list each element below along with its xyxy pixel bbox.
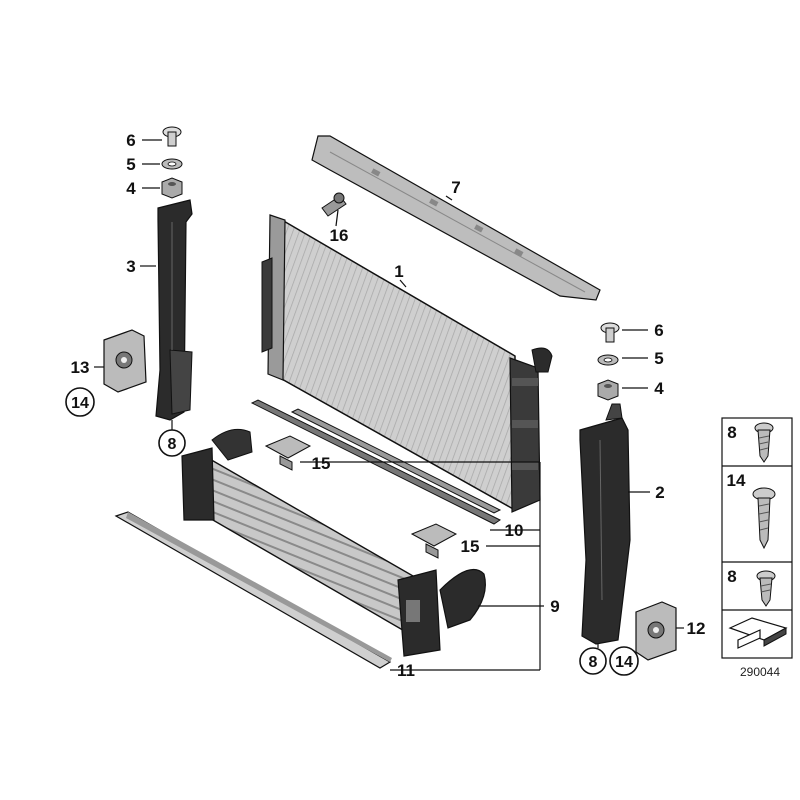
screw-short-icon bbox=[754, 422, 774, 463]
clip-top-part bbox=[264, 435, 312, 471]
top-trim-part bbox=[311, 135, 601, 301]
callout-washer-left: 5 bbox=[126, 155, 135, 174]
fastener-legend: 8 14 8 bbox=[721, 417, 793, 659]
callout-holder-left: 13 bbox=[71, 358, 90, 377]
clip-bottom-part bbox=[410, 523, 458, 559]
nut-right-part bbox=[597, 379, 619, 401]
callout-right-bracket: 2 bbox=[655, 483, 664, 502]
callout-washer-right: 5 bbox=[654, 349, 663, 368]
callout-labels: 1 2 3 4 5 6 4 5 6 7 9 10 11 12 13 15 15 … bbox=[65, 131, 706, 680]
callout-holder-right: 12 bbox=[687, 619, 706, 638]
callout-left-bracket: 3 bbox=[126, 257, 135, 276]
right-bracket-part bbox=[579, 403, 631, 645]
callout-top-trim: 7 bbox=[451, 178, 460, 197]
callout-screw-right-holder: 14 bbox=[615, 654, 633, 671]
screw-short-icon bbox=[756, 570, 776, 607]
callout-clip-top: 15 bbox=[312, 454, 331, 473]
callout-pin-left: 6 bbox=[126, 131, 135, 150]
pin-left-part bbox=[162, 126, 182, 147]
leader-lines bbox=[94, 139, 684, 671]
callout-clip-bottom: 15 bbox=[461, 537, 480, 556]
callout-bottom-strip: 11 bbox=[397, 661, 415, 680]
nut-left-part bbox=[161, 177, 183, 199]
diagram-id-label: 290044 bbox=[740, 665, 780, 679]
holder-left-part bbox=[103, 329, 147, 393]
radiator-part bbox=[261, 214, 553, 513]
sensor-part bbox=[321, 192, 347, 217]
bottom-strip-part bbox=[114, 511, 392, 669]
left-bracket-part bbox=[155, 199, 193, 421]
callout-screw-left-bottom: 8 bbox=[168, 436, 177, 453]
callout-sensor: 16 bbox=[330, 226, 349, 245]
callout-radiator: 1 bbox=[394, 262, 403, 281]
callout-intercooler: 9 bbox=[550, 597, 559, 616]
callout-nut-left: 4 bbox=[126, 179, 136, 198]
callout-screw-right-bottom: 8 bbox=[589, 654, 598, 671]
washer-left-part bbox=[161, 158, 183, 170]
screw-long-icon bbox=[752, 487, 776, 550]
legend-item-1-number: 8 bbox=[727, 423, 736, 442]
callout-seal-strip: 10 bbox=[505, 521, 524, 540]
callout-pin-right: 6 bbox=[654, 321, 663, 340]
callout-screw-left-holder: 14 bbox=[71, 395, 89, 412]
intercooler-part bbox=[181, 428, 486, 657]
pin-right-part bbox=[600, 322, 620, 343]
direction-arrow-icon bbox=[728, 617, 788, 649]
legend-item-2-number: 14 bbox=[727, 471, 746, 490]
legend-item-3-number: 8 bbox=[727, 567, 736, 586]
holder-right-part bbox=[635, 601, 677, 661]
callout-nut-right: 4 bbox=[654, 379, 664, 398]
washer-right-part bbox=[597, 354, 619, 366]
